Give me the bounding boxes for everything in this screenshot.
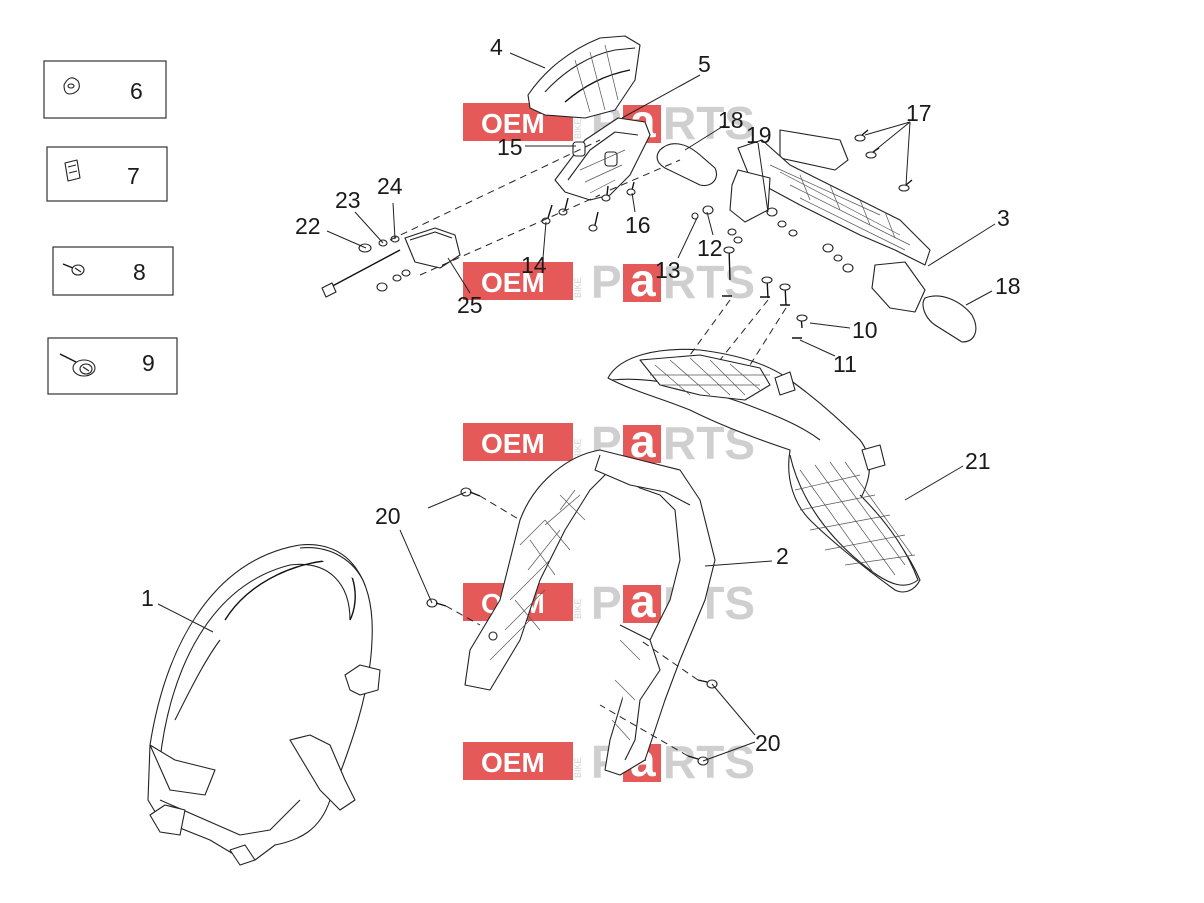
- callout-22: 22: [295, 213, 321, 239]
- callout-18-right: 18: [995, 273, 1021, 299]
- watermark-p: P: [591, 256, 622, 308]
- callout-9: 9: [142, 350, 155, 376]
- screws-10-11: [722, 246, 808, 339]
- indicator-bracket-part: [737, 129, 931, 266]
- watermark-oem-text: OEM: [481, 747, 545, 778]
- watermark-bike-text: BIKE: [573, 598, 583, 619]
- legend-box-8: 8: [52, 246, 174, 296]
- leader-lines: [157, 52, 996, 762]
- watermark-a-badge: [623, 585, 661, 623]
- callout-7: 7: [127, 163, 140, 189]
- legend-box-frame: [46, 146, 168, 202]
- callout-17: 17: [906, 100, 932, 126]
- callout-1: 1: [141, 585, 154, 611]
- callout-16: 16: [625, 212, 651, 238]
- washers-and-nuts: [691, 205, 854, 273]
- callout-2: 2: [776, 543, 789, 569]
- callout-5: 5: [698, 51, 711, 77]
- bracket-part: [554, 117, 651, 201]
- clip-nut-icon: [64, 159, 81, 182]
- indicator-left-part: [656, 143, 771, 223]
- watermark-oem-text: OEM: [481, 108, 545, 139]
- watermark-oem-text: OEM: [481, 428, 545, 459]
- legend-box-frame: [43, 60, 167, 119]
- assembly-lines: [389, 139, 787, 757]
- flange-screw-icon: [59, 353, 96, 377]
- watermark-oem-text: OEM: [481, 267, 545, 298]
- legend-box-6: 6: [43, 60, 167, 119]
- watermark-p: P: [591, 577, 622, 629]
- watermark-a: a: [630, 254, 656, 306]
- watermark-oem-badge: [463, 742, 573, 780]
- callout-labels: 1 2 3 4 5 10 11 12 13 14 15 16 17 18 18 …: [141, 34, 1021, 756]
- legend-box-7: 7: [46, 146, 168, 202]
- callout-8: 8: [133, 259, 146, 285]
- callout-14: 14: [521, 252, 547, 278]
- screws-17: [854, 129, 913, 192]
- callout-12: 12: [697, 235, 723, 261]
- hand-guard-part: [527, 35, 641, 119]
- screw-icon: [62, 263, 85, 276]
- callout-18-top: 18: [718, 107, 744, 133]
- watermark-oem-badge: [463, 423, 573, 461]
- switch-housing-part: [321, 227, 461, 298]
- callout-24: 24: [377, 173, 403, 199]
- callout-15: 15: [497, 134, 523, 160]
- callout-10: 10: [852, 317, 878, 343]
- callout-13: 13: [655, 257, 681, 283]
- headlight-fairing-part: [607, 348, 921, 593]
- callout-21: 21: [965, 448, 991, 474]
- watermark-oem-badge: [463, 262, 573, 300]
- callout-11: 11: [833, 351, 857, 377]
- watermark-rts: RTS: [663, 736, 755, 788]
- front-mudguard-part: [147, 544, 381, 866]
- legend-box-9: 9: [47, 337, 178, 395]
- frame-cover-part: [464, 449, 716, 776]
- watermark-2: OEM BIKE P a RTS: [463, 254, 755, 308]
- watermark-rts: RTS: [663, 256, 755, 308]
- callout-20-right: 20: [755, 730, 781, 756]
- callout-25: 25: [457, 292, 483, 318]
- watermark-bike-text: BIKE: [573, 118, 583, 139]
- watermark-rts: RTS: [663, 97, 755, 149]
- callout-23: 23: [335, 187, 361, 213]
- callout-6: 6: [130, 78, 143, 104]
- watermark-a-badge: [623, 264, 661, 302]
- watermark-a: a: [630, 575, 656, 627]
- callout-3: 3: [997, 205, 1010, 231]
- callout-19: 19: [746, 122, 772, 148]
- watermark-bike-text: BIKE: [573, 277, 583, 298]
- legend-box-frame: [47, 337, 178, 395]
- indicator-right-part: [871, 261, 977, 343]
- legend-box-frame: [52, 246, 174, 296]
- watermark-bike-text: BIKE: [573, 757, 583, 778]
- callout-4: 4: [490, 34, 503, 60]
- callout-20-left: 20: [375, 503, 401, 529]
- watermark-bike-text: BIKE: [573, 438, 583, 459]
- watermark-a-badge: [623, 425, 661, 463]
- watermark-5: OEM BIKE P a RTS: [463, 734, 755, 788]
- bracket-screws: [541, 181, 636, 232]
- grommet-icon: [63, 77, 80, 95]
